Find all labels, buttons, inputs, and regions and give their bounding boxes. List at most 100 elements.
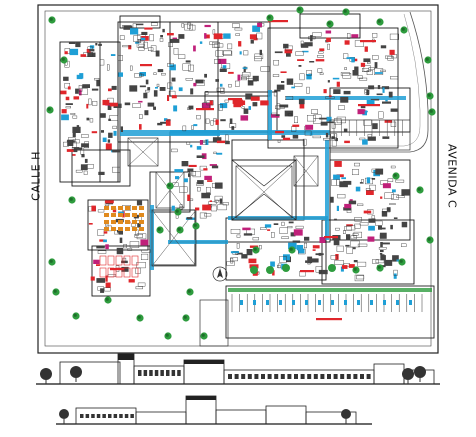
room-fixture [128, 279, 135, 283]
room-fixture [195, 207, 200, 211]
room-fixture [401, 243, 407, 247]
room-fixture [121, 260, 128, 264]
tree-icon [192, 222, 200, 230]
room-fixture [337, 194, 346, 199]
room-fixture [389, 49, 395, 55]
room-fixture [209, 41, 219, 45]
room-fixture [325, 30, 332, 34]
room-label-4 [228, 98, 242, 101]
room-fixture [218, 103, 223, 111]
elevation-window [261, 374, 265, 379]
room-label-9 [140, 64, 152, 67]
room-fixture [389, 33, 400, 40]
room-fixture [159, 38, 164, 42]
elevation-window [80, 414, 84, 418]
room-fixture [94, 77, 100, 81]
room-fixture [369, 184, 376, 191]
building-block-2 [117, 21, 219, 143]
tree-icon [326, 20, 334, 28]
room-fixture [305, 260, 308, 263]
room-fixture [137, 282, 146, 287]
tree-icon [59, 409, 69, 424]
room-fixture [238, 41, 242, 47]
tree-icon [376, 264, 384, 272]
courtyard-outline [293, 155, 319, 187]
room-fixture [135, 23, 144, 26]
room-fixture [112, 166, 121, 173]
room-fixture [326, 37, 331, 42]
room-fixture [331, 179, 337, 186]
room-fixture [382, 183, 391, 189]
ward-bed [139, 220, 144, 224]
courtyard-diagonal [293, 155, 319, 187]
ward-bed [111, 227, 116, 231]
street-label-right: AVENIDA C [445, 143, 459, 209]
room-fixture [236, 234, 241, 238]
room-fixture [257, 22, 262, 27]
room-fixture [199, 140, 203, 145]
room-fixture [155, 87, 158, 89]
tree-shade [157, 227, 161, 231]
room-fixture [170, 86, 173, 90]
ward-bed [111, 213, 116, 217]
room-fixture [250, 96, 260, 101]
room-fixture [379, 232, 387, 239]
room-fixture [81, 154, 85, 158]
room-fixture [188, 105, 194, 110]
room-fixture [101, 130, 104, 133]
room-fixture [362, 68, 369, 73]
room-fixture [343, 207, 352, 211]
room-fixture [240, 115, 249, 121]
room-fixture [363, 65, 371, 72]
elevation-window [287, 374, 292, 379]
parked-car [370, 300, 373, 305]
tree-icon [402, 368, 414, 384]
elevation-window [360, 374, 364, 379]
room-fixture [188, 64, 194, 72]
room-fixture [365, 188, 371, 191]
room-fixture [191, 171, 196, 176]
ward-bed [104, 220, 109, 224]
room-fixture [281, 135, 286, 138]
room-fixture [393, 273, 397, 279]
room-fixture [362, 110, 367, 116]
room-fixture [134, 216, 142, 221]
ward-bed-outline [123, 255, 131, 266]
tree-shade [399, 259, 403, 263]
room-fixture [389, 203, 396, 206]
elevation-window [91, 414, 95, 418]
room-fixture [188, 24, 196, 31]
elevation-window [160, 370, 164, 376]
ward-bed-outline [107, 255, 115, 266]
room-fixture [72, 126, 81, 133]
room-fixture [135, 41, 140, 44]
room-fixture [355, 186, 361, 192]
room-fixture [330, 196, 334, 203]
room-fixture [243, 50, 249, 56]
room-fixture [199, 41, 203, 44]
room-fixture [76, 125, 80, 130]
room-fixture [109, 115, 119, 121]
room-fixture [323, 89, 327, 94]
tree-shade [105, 297, 109, 301]
room-fixture [294, 116, 299, 124]
tree-icon [342, 8, 350, 16]
room-fixture [319, 72, 324, 75]
room-fixture [199, 212, 207, 219]
room-fixture [72, 132, 76, 137]
room-fixture [173, 105, 178, 112]
room-label-7 [110, 268, 124, 271]
room-fixture [136, 233, 147, 240]
room-fixture [235, 80, 240, 87]
elevation-window [307, 374, 312, 379]
tree-icon [60, 56, 68, 64]
room-fixture [378, 246, 387, 250]
room-fixture [145, 89, 150, 93]
room-fixture [65, 96, 70, 101]
elevation-window [280, 374, 285, 379]
room-fixture [147, 102, 155, 107]
room-fixture [167, 33, 174, 36]
room-fixture [292, 124, 300, 127]
room-fixture [291, 86, 295, 89]
room-fixture [348, 264, 355, 268]
